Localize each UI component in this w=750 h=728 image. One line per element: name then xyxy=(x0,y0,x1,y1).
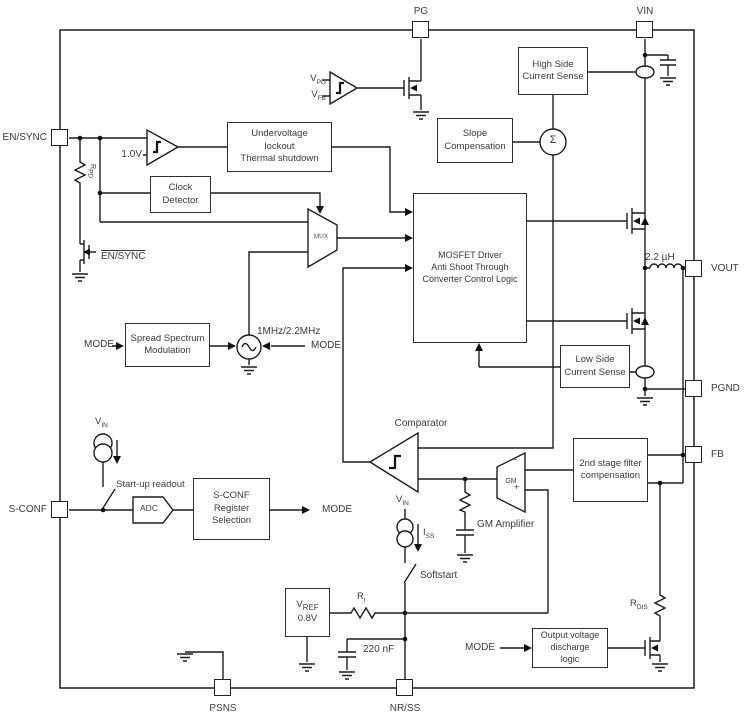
pin-label-vin: VIN xyxy=(636,6,654,17)
hysteresis-icon xyxy=(389,454,401,470)
cap-label: 220 nF xyxy=(363,644,395,655)
high-side-current-sense-block: High Side Current Sense xyxy=(518,47,588,95)
second-stage-filter-block: 2nd stage filter compensation xyxy=(573,438,648,502)
mux-shape xyxy=(307,207,338,269)
adc-label: ADC xyxy=(140,503,158,513)
startup-readout-label: Start-up readout xyxy=(116,479,185,490)
vref-block: VREF 0.8V xyxy=(285,588,330,637)
pin-vin xyxy=(636,21,653,38)
vpg-label: VPG xyxy=(310,73,326,86)
ri-label: Ri xyxy=(357,591,366,604)
mux-label: MUX xyxy=(313,233,329,240)
comparator-label: Comparator xyxy=(394,418,448,429)
hysteresis-icon xyxy=(336,81,344,95)
pin-vout xyxy=(685,260,702,277)
en-sync-gate-label: EN/SYNC xyxy=(101,251,146,262)
mode-label-osc: MODE xyxy=(311,340,341,351)
comparator-hysteresis-icons xyxy=(153,81,401,470)
uvlo-block: Undervoltage lockout Thermal shutdown xyxy=(227,122,332,172)
current-source-ss-b xyxy=(396,530,414,548)
gm-amplifier-label: GM Amplifier xyxy=(477,519,535,530)
one-volt-label: 1.0V xyxy=(121,149,142,160)
pin-pgnd xyxy=(685,380,702,397)
pin-psns xyxy=(214,679,231,696)
pin-label-pgnd: PGND xyxy=(711,383,740,394)
component-shapes xyxy=(93,65,655,548)
gm-label: GM xyxy=(505,478,517,485)
junction-dots xyxy=(77,52,686,642)
summing-node xyxy=(539,128,567,156)
mode-label-sconf: MODE xyxy=(322,504,352,515)
adc-shape xyxy=(132,496,174,524)
sigma-label: Σ xyxy=(549,134,557,146)
pg-comparator xyxy=(329,70,359,106)
sconf-register-block: S-CONF Register Selection xyxy=(193,478,270,540)
gm-amplifier-shape xyxy=(496,451,526,514)
mode-label-discharge: MODE xyxy=(465,642,495,653)
rdis-label: RDIS xyxy=(630,598,648,611)
high-side-sense-element xyxy=(635,65,655,79)
resistor-symbols xyxy=(73,160,667,620)
pin-label-vout: VOUT xyxy=(711,263,739,274)
current-source-sconf-b xyxy=(93,443,113,463)
gm-minus-label: - xyxy=(514,454,517,464)
pin-fb xyxy=(685,446,702,463)
iss-label: ISS xyxy=(423,527,435,540)
vin-label-sconf: VIN xyxy=(95,416,108,429)
sine-wave-icon xyxy=(241,342,257,352)
rpd-label: RPD xyxy=(86,164,96,179)
pin-label-en-sync: EN/SYNC xyxy=(2,132,47,143)
pin-en-sync xyxy=(51,129,68,146)
ic-boundary xyxy=(59,29,695,689)
pin-label-nr-ss: NR/SS xyxy=(389,703,421,714)
pin-pg xyxy=(412,21,429,38)
pin-nr-ss xyxy=(396,679,413,696)
spread-spectrum-block: Spread Spectrum Modulation xyxy=(125,323,210,367)
pin-label-s-conf: S-CONF xyxy=(8,504,47,515)
inductor-symbol xyxy=(649,263,683,269)
inductor-label: 2.2 µH xyxy=(645,252,675,263)
pin-label-fb: FB xyxy=(711,449,724,460)
clock-detector-block: Clock Detector xyxy=(150,176,211,213)
slope-compensation-block: Slope Compensation xyxy=(437,118,513,163)
frequency-label: 1MHz/2.2MHz xyxy=(257,326,321,337)
low-side-current-sense-block: Low Side Current Sense xyxy=(560,345,630,388)
low-side-sense-element xyxy=(635,365,655,379)
hysteresis-icon xyxy=(153,140,161,154)
mode-label-ssm: MODE xyxy=(84,339,114,350)
vin-label-softstart: VIN xyxy=(396,494,409,507)
pin-label-pg: PG xyxy=(413,6,429,17)
gm-plus-label: + xyxy=(514,482,520,492)
softstart-label: Softstart xyxy=(420,570,458,581)
ground-symbols xyxy=(72,77,676,680)
pin-s-conf xyxy=(51,501,68,518)
vfb-label: VFB xyxy=(311,89,326,102)
output-discharge-block: Output voltage discharge logic xyxy=(532,628,608,668)
pin-label-psns: PSNS xyxy=(209,703,237,714)
en-comparator xyxy=(146,128,180,167)
mosfet-driver-block: MOSFET Driver Anti Shoot Through Convert… xyxy=(413,193,527,343)
